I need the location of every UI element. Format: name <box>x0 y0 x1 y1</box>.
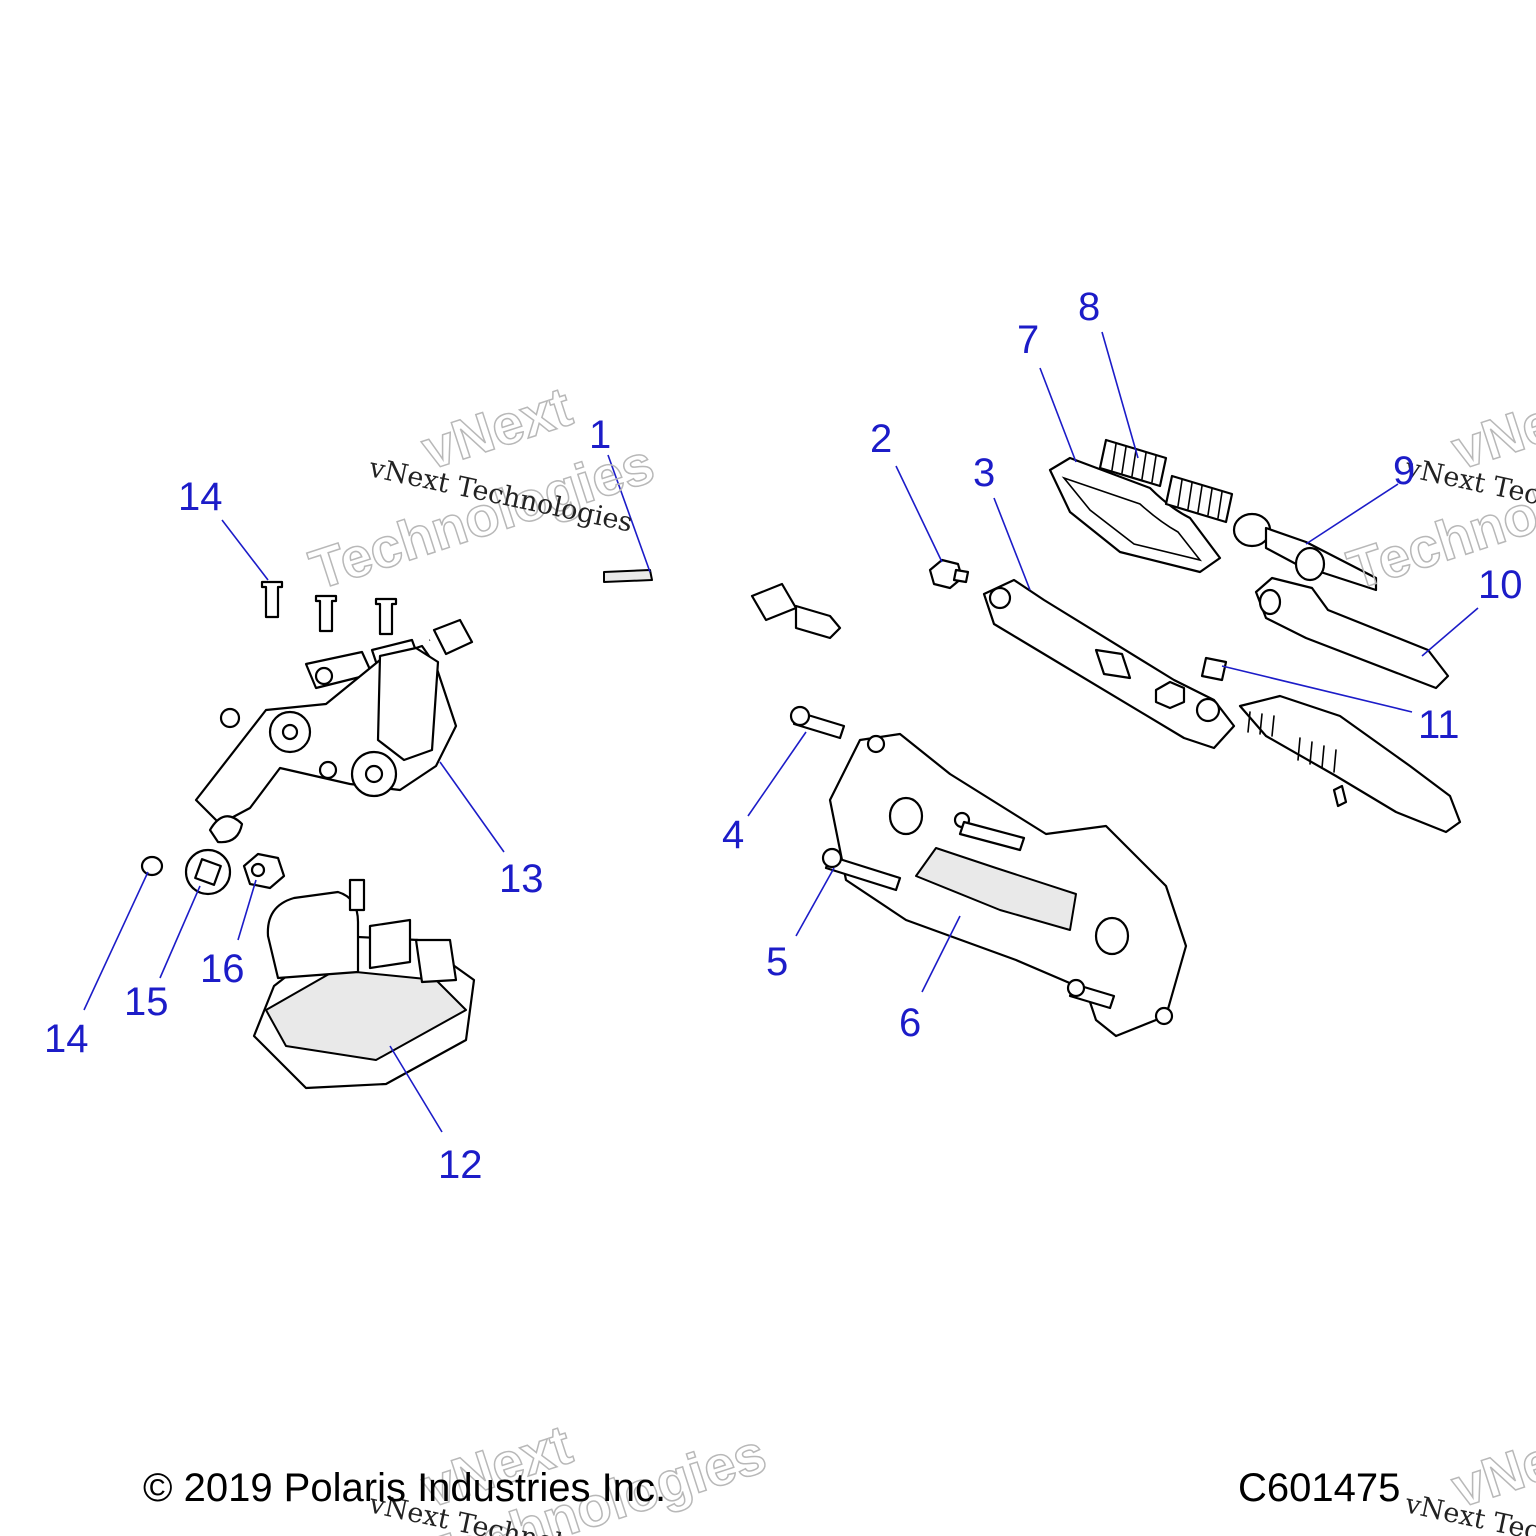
callout-4: 4 <box>722 813 744 857</box>
figure-id: C601475 <box>1238 1466 1401 1510</box>
callout-9: 9 <box>1393 449 1415 493</box>
callout-6: 6 <box>899 1001 921 1045</box>
pin-part-11-and-spring-pack <box>1200 656 1462 834</box>
actuator-motor-part-12 <box>252 878 476 1090</box>
springs-part-8 <box>1098 438 1234 524</box>
callout-13: 13 <box>499 857 544 901</box>
callout-5: 5 <box>766 940 788 984</box>
housing-part-6 <box>828 732 1188 1038</box>
copyright-notice: © 2019 Polaris Industries Inc. <box>143 1466 667 1510</box>
callouts: 1 2 3 4 5 6 7 8 9 10 11 12 13 14 14 15 1… <box>44 285 1523 1187</box>
callout-3: 3 <box>973 451 995 495</box>
callout-14-bottom: 14 <box>44 1017 89 1061</box>
callout-11: 11 <box>1418 703 1460 747</box>
callout-15: 15 <box>124 980 169 1024</box>
lever-part-10 <box>1254 576 1450 690</box>
bracket-part-13 <box>194 644 458 844</box>
callout-1: 1 <box>589 413 611 457</box>
spring-clip-part-7 <box>1048 456 1222 574</box>
leader-lines <box>83 331 1479 1133</box>
callout-12: 12 <box>438 1143 483 1187</box>
detent-part-9 <box>1232 512 1378 592</box>
callout-16: 16 <box>200 947 245 991</box>
callout-7: 7 <box>1017 318 1039 362</box>
callout-10: 10 <box>1478 563 1523 607</box>
bolts-parts-4-5 <box>789 705 1116 1010</box>
pin-part-14-set <box>260 580 398 636</box>
watermark: vNext Technologies vNext Technologies vN… <box>301 374 1536 1536</box>
callout-2: 2 <box>870 417 892 461</box>
pivot-bolt-part-2 <box>928 558 970 590</box>
callout-8: 8 <box>1078 285 1100 329</box>
hardware-parts-14-15-16 <box>140 848 286 896</box>
linkage-part-3 <box>982 578 1236 750</box>
callout-14-top: 14 <box>178 475 223 519</box>
